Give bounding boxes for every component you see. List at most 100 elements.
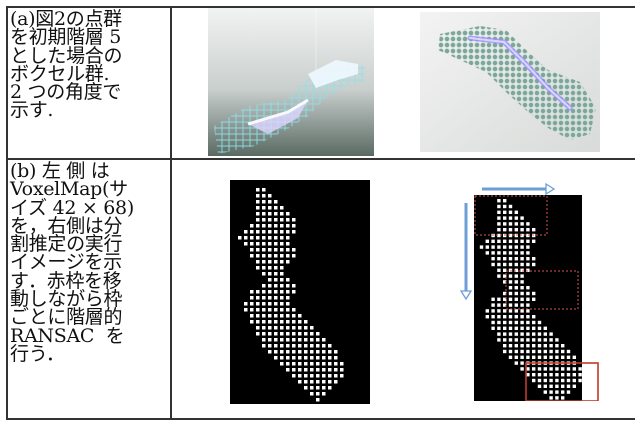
voxel-dot [526, 349, 530, 354]
voxel-dot [298, 338, 302, 342]
voxel-dot [292, 356, 296, 360]
voxel-dot [292, 254, 296, 258]
voxel-dot [503, 338, 507, 342]
voxel-dot [274, 260, 278, 264]
voxel-dot [508, 251, 513, 255]
voxel-dot [292, 230, 296, 234]
voxel-dot [256, 236, 260, 240]
voxel-dot [316, 392, 320, 396]
voxel-dot [497, 210, 501, 214]
voxel-dot [561, 349, 565, 354]
voxel-dot [485, 239, 489, 243]
voxel-dot [514, 245, 518, 249]
voxel-dot [543, 338, 547, 342]
voxel-dot [561, 384, 565, 388]
voxel-dot [549, 349, 553, 354]
voxel-dot [256, 290, 260, 294]
voxel-dot [514, 210, 518, 214]
voxel-dot [549, 344, 553, 348]
voxel-dot [503, 344, 507, 348]
voxel-dot [286, 350, 290, 354]
voxel-dot [274, 302, 278, 306]
voxel-dot [514, 303, 518, 307]
voxel-dot [250, 236, 254, 240]
voxel-dot [566, 367, 571, 371]
voxel-dot [334, 350, 338, 354]
voxel-dots [479, 199, 582, 400]
voxel-dot [280, 284, 284, 288]
voxel-dot [262, 188, 266, 192]
voxel-dot [298, 320, 302, 324]
voxel-dot [244, 308, 248, 312]
voxel-dot [532, 344, 536, 348]
voxel-dot [256, 308, 260, 312]
voxel-dot [256, 302, 260, 306]
voxel-dot [508, 355, 513, 359]
voxel-dot [526, 303, 530, 307]
voxel-dot [497, 297, 501, 301]
voxel-dot [497, 332, 501, 336]
voxel-dot [514, 228, 518, 232]
voxel-dot [286, 320, 290, 324]
voxel-dot [561, 378, 565, 383]
voxel-dot [508, 222, 513, 226]
voxel-dot [503, 291, 507, 296]
voxel-dot [268, 248, 272, 252]
voxel-dot [280, 308, 284, 312]
voxel-dot [280, 278, 284, 282]
voxel-dot [520, 332, 524, 336]
voxel-dot [262, 254, 266, 258]
voxel-dot [316, 350, 320, 354]
voxel-dot [572, 378, 576, 383]
voxel-dot [334, 356, 338, 360]
voxel-dot [298, 314, 302, 318]
voxel-dot [310, 344, 314, 348]
voxel-dot [520, 245, 524, 249]
voxel-dot [274, 290, 278, 294]
voxel-dot [268, 332, 272, 336]
voxel-dot [286, 356, 290, 360]
voxel-dot [328, 344, 332, 348]
voxel-dot [286, 308, 290, 312]
voxel-dot [566, 355, 571, 359]
voxel-dot [250, 302, 254, 306]
voxel-dot [316, 368, 320, 372]
voxel-dot [316, 344, 320, 348]
voxel-dot [262, 272, 266, 276]
voxel-dot [497, 239, 501, 243]
voxel-dot [304, 356, 308, 360]
voxel-dot [537, 378, 542, 383]
voxel-dot [328, 374, 332, 378]
voxel-dot [491, 239, 495, 243]
voxel-dot [526, 373, 530, 377]
red-frame-middle [505, 270, 579, 310]
voxel-dot [485, 245, 489, 249]
voxel-dot [256, 320, 260, 324]
voxel-dot [508, 245, 513, 249]
voxel-dot [310, 374, 314, 378]
voxel-dot [491, 262, 495, 267]
voxel-dot [292, 224, 296, 228]
voxel-dot [274, 206, 278, 210]
voxel-dot [514, 355, 518, 359]
voxel-dot [532, 262, 536, 267]
voxel-dot [532, 373, 536, 377]
voxel-dot [298, 374, 302, 378]
voxel-dot [286, 326, 290, 330]
voxel-dot [292, 368, 296, 372]
voxel-dot [497, 251, 501, 255]
voxel-dot [286, 362, 290, 366]
voxel-dot [322, 338, 326, 342]
voxel-dot [497, 216, 501, 220]
voxel-dot [322, 386, 326, 390]
voxel-dot [268, 272, 272, 276]
voxel-dot [526, 228, 530, 232]
voxel-dot [503, 315, 507, 319]
voxel-dot [274, 296, 278, 300]
voxel-dot [555, 344, 559, 348]
voxel-dot [526, 344, 530, 348]
voxel-dot [514, 274, 518, 278]
voxel-dot [310, 380, 314, 384]
voxel-dot [485, 315, 489, 319]
voxel-dot [497, 222, 501, 226]
